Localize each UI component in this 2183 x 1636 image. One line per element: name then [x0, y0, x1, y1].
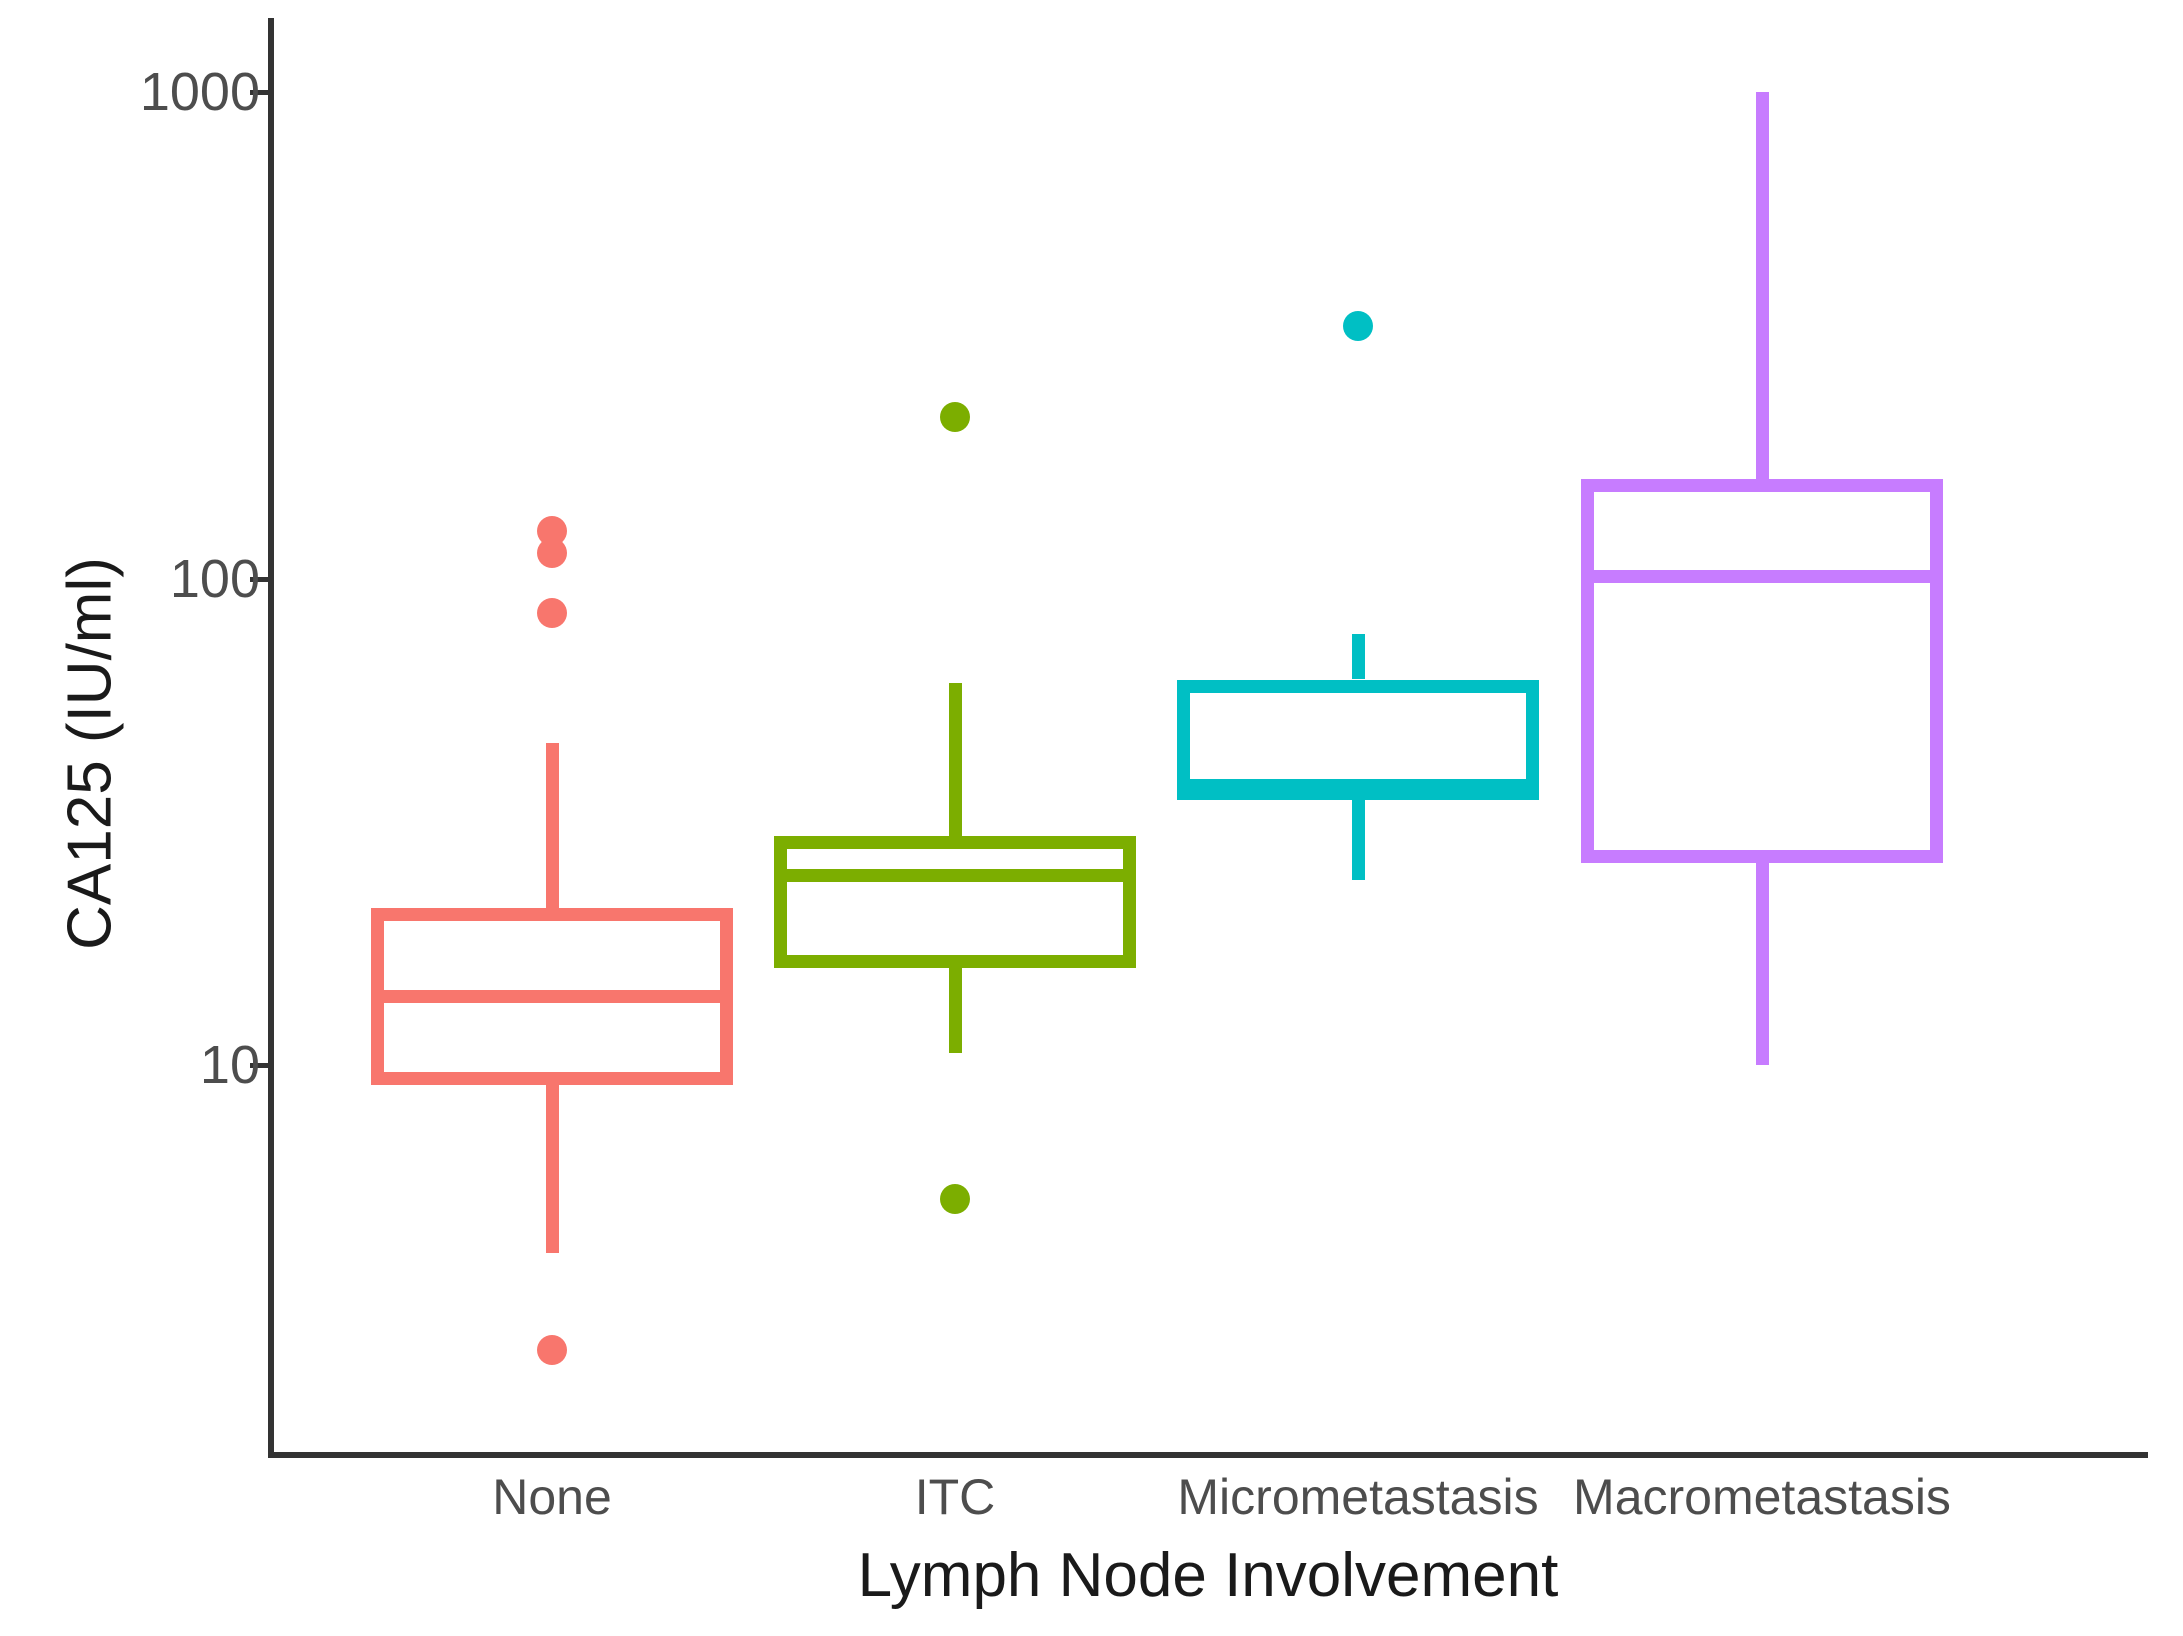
y-tick-label: 10 [199, 1035, 260, 1095]
whisker-upper [1755, 92, 1769, 480]
whisker-lower [1351, 800, 1365, 880]
box-iqr [774, 836, 1136, 969]
outlier-point [537, 516, 567, 547]
y-tick-mark [250, 1063, 268, 1068]
y-tick-mark [250, 90, 268, 95]
whisker-upper [545, 742, 559, 909]
median-line [1581, 569, 1943, 583]
x-tick-label-none: None [492, 1469, 612, 1525]
outlier-point [1343, 311, 1373, 342]
box-iqr [1581, 479, 1943, 864]
outlier-point [940, 1184, 970, 1215]
x-axis-line [268, 1452, 2148, 1458]
y-tick-label: 1000 [139, 62, 260, 122]
x-tick-label-micrometastasis: Micrometastasis [1177, 1469, 1539, 1525]
whisker-upper [1351, 633, 1365, 680]
y-tick-label: 100 [169, 548, 260, 609]
median-line [1177, 779, 1539, 793]
y-tick-mark [250, 576, 268, 582]
whisker-lower [1755, 863, 1769, 1065]
whisker-lower [545, 1084, 559, 1254]
median-line [774, 869, 1136, 883]
median-line [371, 990, 733, 1004]
x-tick-label-itc: ITC [914, 1469, 996, 1525]
whisker-lower [948, 968, 962, 1053]
outlier-point [537, 1334, 567, 1365]
x-axis-title: Lymph Node Involvement [857, 1541, 1559, 1610]
x-tick-label-macrometastasis: Macrometastasis [1573, 1469, 1951, 1525]
y-axis-title: CA125 (IU/ml) [55, 557, 125, 950]
outlier-point [537, 597, 567, 628]
outlier-point [940, 401, 970, 432]
y-axis-line [268, 18, 274, 1458]
whisker-upper [948, 682, 962, 837]
